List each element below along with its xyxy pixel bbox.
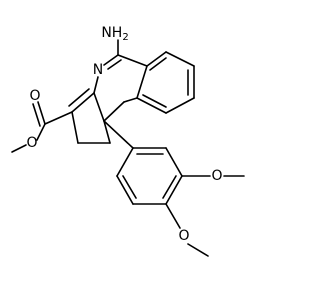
bond-benzo-double-1 [142,94,167,108]
bond-cester-o-ether [36,123,46,141]
label-amino-nh: NH [101,25,122,41]
bonds [11,39,245,257]
bond-c5-n [103,54,119,66]
bond-c3-c2 [71,111,79,144]
label-ring-n: N [93,62,103,78]
bond-c9a-c9b-link [123,97,138,103]
bond-ar2-ar3 [165,147,183,177]
bond-c3a-c3-double [68,88,90,107]
bond-c9-c8 [165,97,195,114]
bond-aryl-double-3 [122,175,137,199]
label-methoxy-o-top: O [211,168,222,184]
bond-c5-c4a [117,54,148,67]
bond-n-c3a [93,76,99,94]
bond-cester-o-carbonyl-double [32,103,41,127]
label-methoxy-o-bottom: O [178,228,189,244]
chemical-structure: NH2 N O O O O [11,25,245,257]
bond-aryl-double-2 [162,175,177,199]
bond-c9b-c9a [103,101,125,122]
label-ester-o-ether: O [26,135,37,151]
bond-c9a-c9 [136,97,167,114]
bond-benzo-double-3 [149,57,167,71]
label-amino: NH2 [101,25,128,43]
bond-cester-o-carbonyl [37,101,46,125]
bond-ar6-ar1 [116,147,134,177]
bond-c3-cester [44,111,73,125]
atom-labels: NH2 N O O O O [26,25,222,244]
bond-c5-n-double [107,59,122,70]
bond-c6-c4a [146,51,167,67]
bond-ar3-ar4 [165,175,183,205]
bond-c4a-c9a [136,65,148,99]
bond-c3a-c9b [93,92,105,122]
bond-ar5-ar6 [116,175,134,205]
bond-o-ether-methyl [11,144,27,153]
bond-c3a-c3 [71,92,95,113]
label-amino-sub: 2 [122,32,128,43]
bond-c9b-aryl [103,120,134,149]
bond-o-bottom-methyl [187,243,209,257]
bond-ar4-o-bottom [165,203,181,229]
bond-c1-c9b [103,120,111,144]
label-ester-o-carbonyl: O [29,88,40,104]
bond-c7-c6 [165,51,195,67]
